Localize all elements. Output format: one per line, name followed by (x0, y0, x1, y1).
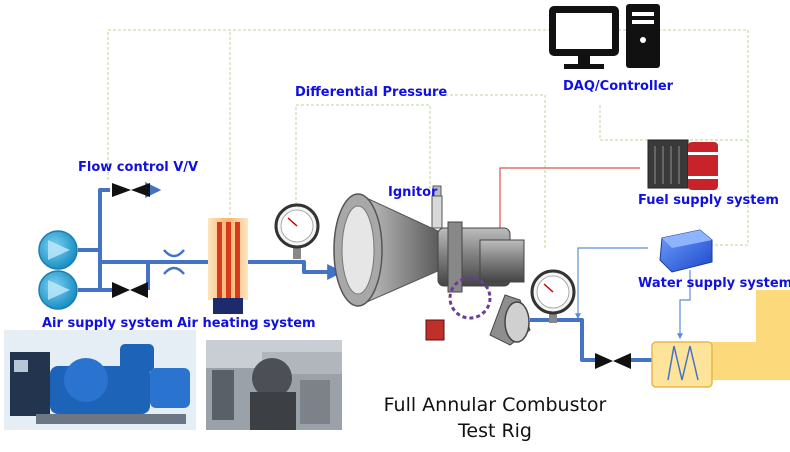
signal-lines (107, 29, 749, 250)
pump-icon (38, 230, 78, 270)
orifice-symbol (163, 249, 185, 275)
water-tank-icon (659, 229, 713, 273)
combustor-test-rig (333, 185, 531, 346)
fuel-supply-system-label: Fuel supply system (638, 193, 779, 208)
exhaust-duct (651, 290, 790, 388)
water-supply-system-label: Water supply system (638, 276, 790, 291)
pressure-gauge-icon (530, 269, 576, 323)
air-heater (208, 218, 248, 314)
pressure-gauge-icon (274, 203, 320, 259)
computer-icon (549, 4, 660, 69)
air-compressor-photo (4, 330, 196, 430)
air-heating-system-label: Air heating system (177, 316, 316, 331)
flow-control-valve (112, 183, 150, 197)
pump-icon (38, 270, 78, 310)
air-supply-valve (112, 282, 148, 298)
caption-line-2: Test Rig (458, 420, 532, 442)
flow-control-valve-label: Flow control V/V (78, 160, 199, 175)
water-valve (595, 353, 631, 369)
water-lines (575, 247, 691, 340)
diagram-caption: Full Annular Combustor Test Rig (380, 392, 610, 444)
differential-pressure-label: Differential Pressure (295, 85, 448, 100)
air-heater-photo (206, 340, 342, 430)
air-supply-system-label: Air supply system (42, 316, 174, 331)
ignitor-label: Ignitor (388, 185, 438, 200)
fuel-tank-icon (647, 139, 718, 190)
daq-controller-label: DAQ/Controller (563, 79, 674, 94)
caption-line-1: Full Annular Combustor (383, 394, 607, 416)
